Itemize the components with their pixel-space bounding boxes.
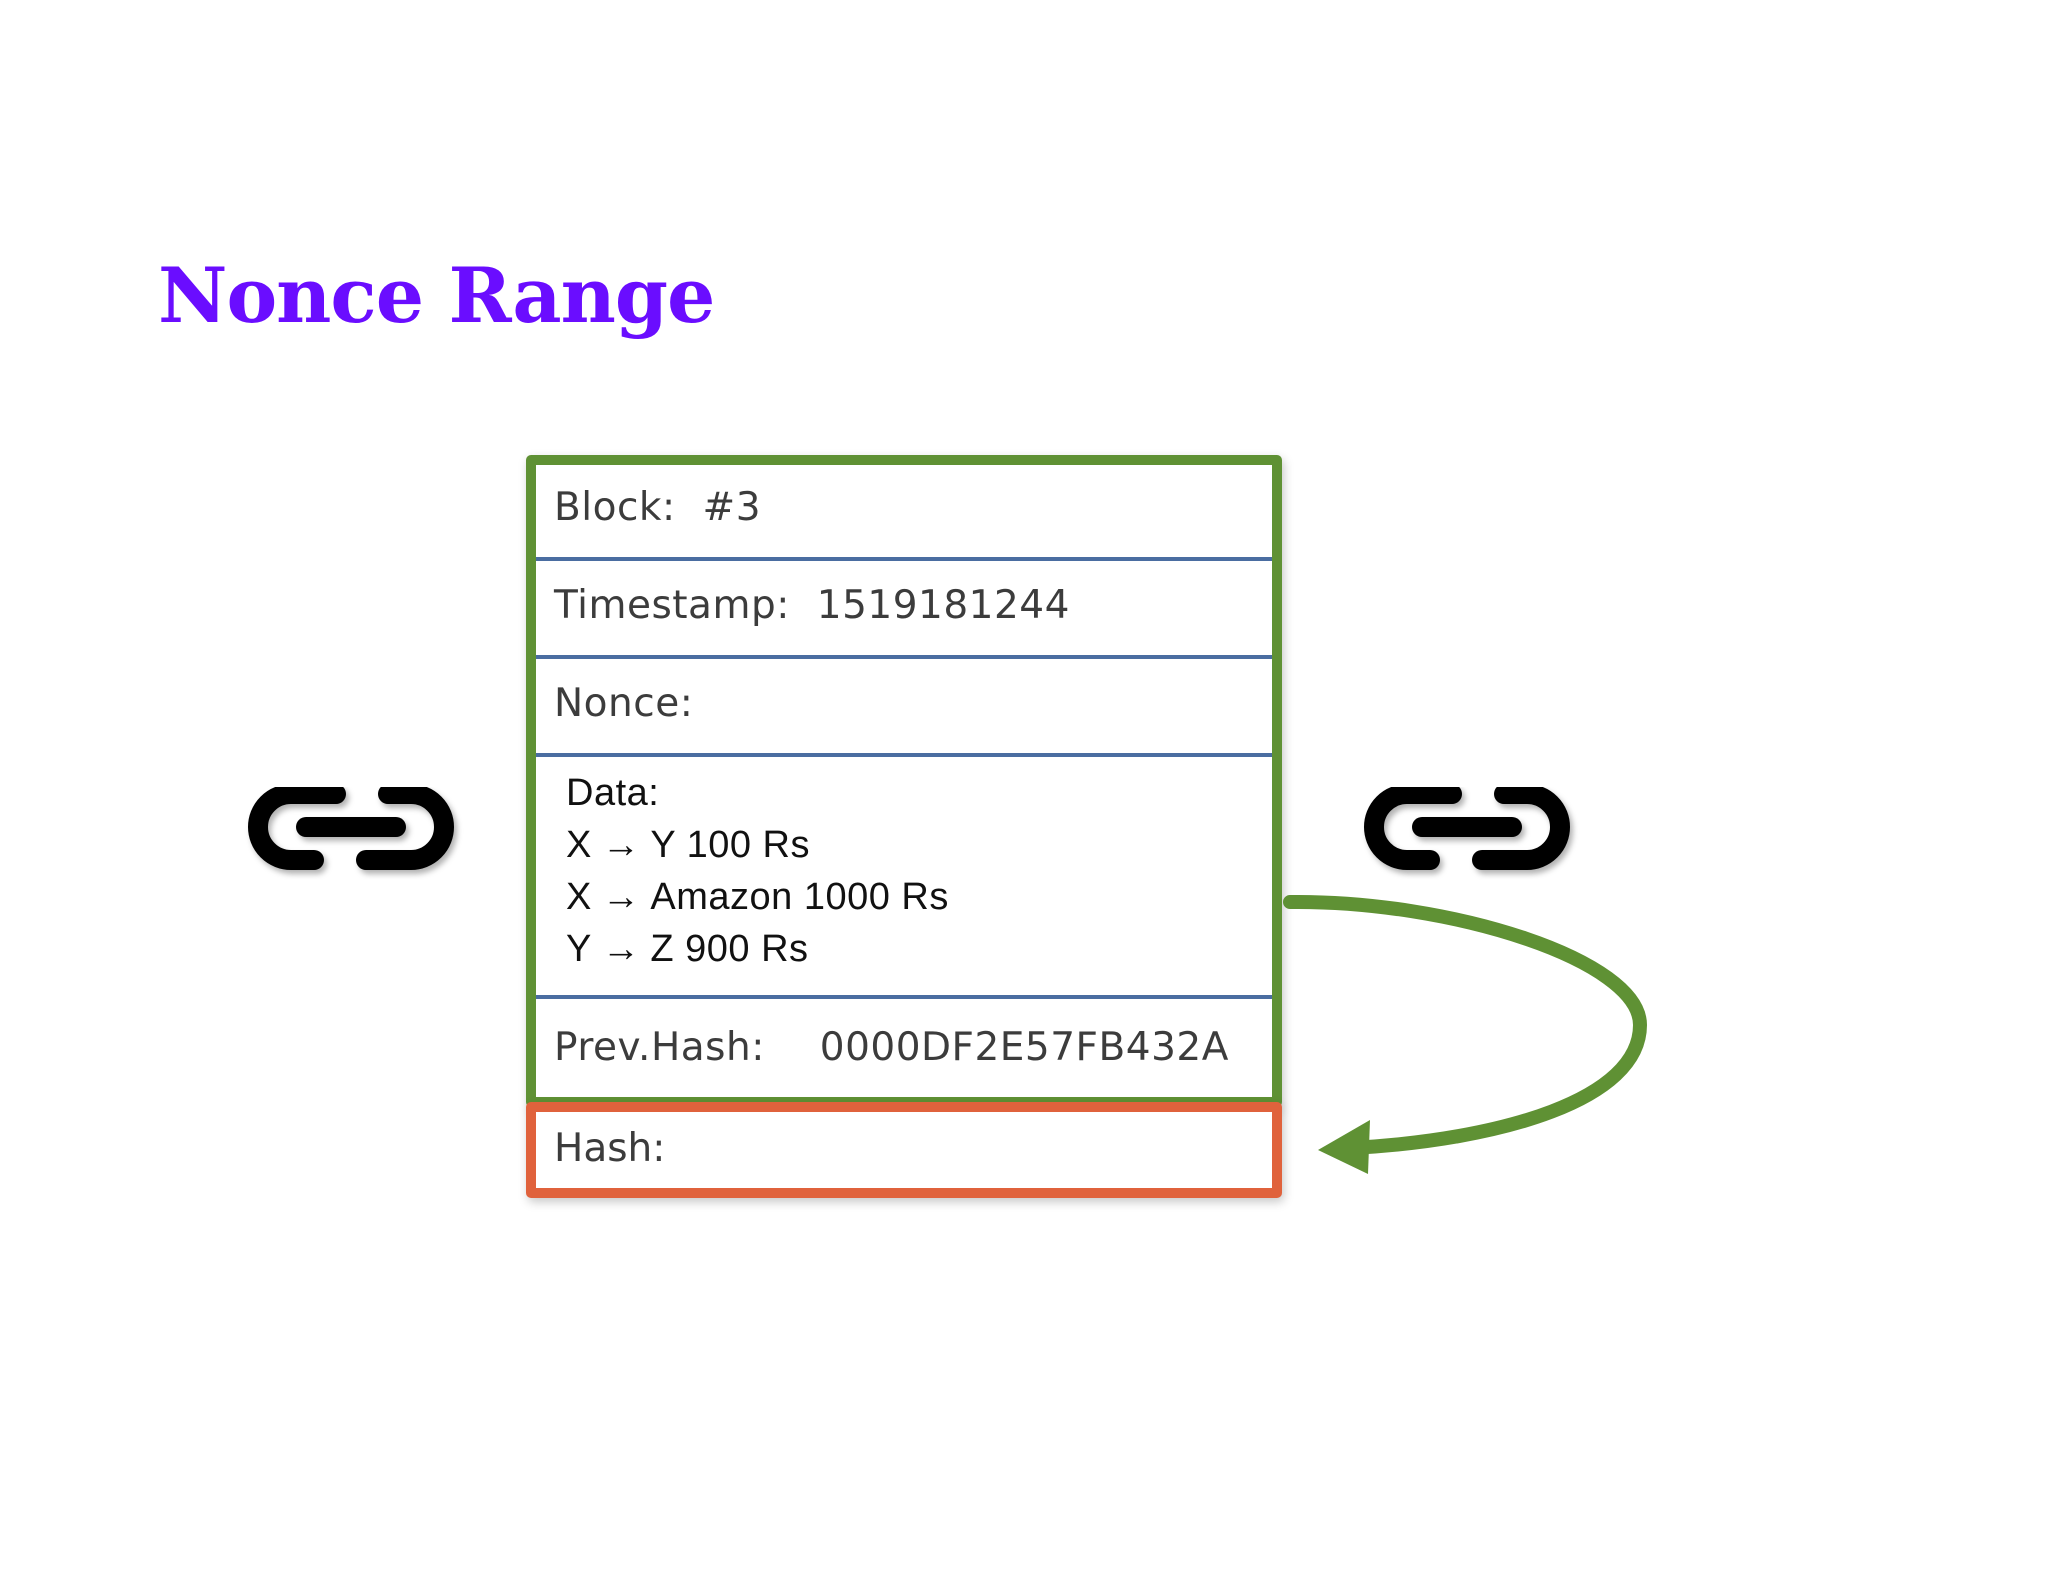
timestamp-label: Timestamp: [554,583,790,628]
block-card: Block: #3 Timestamp: 1519181244 Nonce: D… [526,455,1282,1107]
transaction-from: Y [566,928,592,970]
right-arrow-icon: → [601,824,641,866]
row-divider [536,995,1272,999]
prev-hash-row: Prev.Hash: 0000DF2E57FB432A [536,999,1272,1097]
hash-label: Hash: [554,1126,666,1171]
transaction-line: Y→Z 900 Rs [566,923,949,975]
transaction-line: X→Amazon 1000 Rs [566,871,949,923]
block-number-value: #3 [702,485,762,530]
prev-hash-label: Prev.Hash: [554,1025,765,1070]
right-arrow-icon: → [601,876,641,918]
block-label: Block: [554,485,676,530]
right-arrow-icon: → [601,928,641,970]
curved-arrow-icon [1283,894,1648,1174]
transaction-amount: 100 Rs [686,824,810,866]
transaction-to: Amazon [650,876,793,918]
data-label: Data: [566,772,660,814]
transaction-from: X [566,876,592,918]
page-title: Nonce Range [158,251,715,340]
transaction-to: Z [650,928,675,970]
chain-link-icon-left [248,784,454,870]
timestamp-row: Timestamp: 1519181244 [536,561,1272,655]
block-number-row: Block: #3 [536,465,1272,557]
nonce-row: Nonce: [536,659,1272,753]
transaction-line: X→Y 100 Rs [566,819,949,871]
prev-hash-value: 0000DF2E57FB432A [819,1025,1229,1070]
hash-box: Hash: [526,1102,1282,1198]
row-divider [536,753,1272,757]
row-divider [536,655,1272,659]
timestamp-value: 1519181244 [816,583,1070,628]
transaction-amount: 1000 Rs [803,876,949,918]
nonce-label: Nonce: [554,681,694,726]
transaction-amount: 900 Rs [685,928,809,970]
row-divider [536,557,1272,561]
transaction-to: Y [650,824,676,866]
data-row: Data: X→Y 100 Rs X→Amazon 1000 Rs Y→Z 90… [536,757,1272,995]
transaction-from: X [566,824,592,866]
chain-link-icon-right [1364,784,1570,870]
